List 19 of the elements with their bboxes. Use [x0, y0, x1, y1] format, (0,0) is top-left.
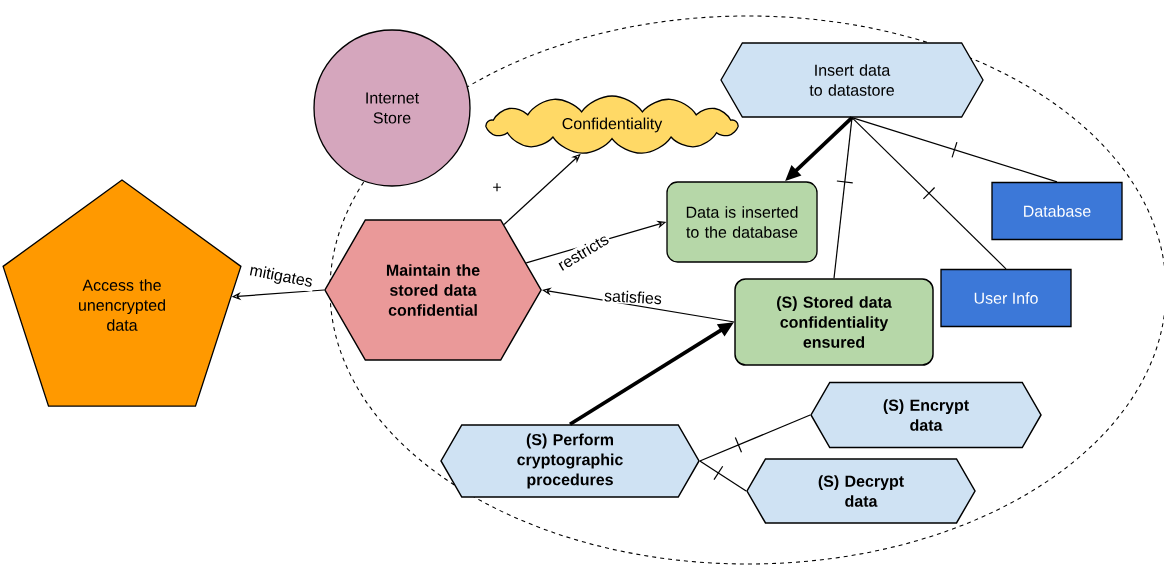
- goal-box: Data is inserted to the database: [666, 181, 818, 263]
- softgoal-cloud: Confidentiality: [485, 95, 739, 154]
- connector-line: [833, 117, 854, 279]
- connector-line: [851, 117, 1007, 270]
- edge-label: satisfies: [602, 288, 664, 306]
- threat-pentagon: Access the unencrypted data: [2, 179, 242, 407]
- connector-line: [699, 414, 811, 462]
- goal-box: (S) Stored data confidentiality ensured: [734, 278, 934, 366]
- edge-label: +: [491, 182, 503, 194]
- task-hexagon: (S) Decrypt data: [746, 458, 976, 524]
- connector-line: [851, 117, 1058, 183]
- task-hexagon: (S) Perform cryptographic procedures: [440, 424, 700, 498]
- resource-box: Database: [991, 181, 1123, 241]
- edge-label: mitigates: [246, 262, 316, 292]
- task-hexagon: Insert data to datastore: [720, 42, 984, 118]
- goal-hexagon: Maintain the stored data confidential: [324, 219, 542, 361]
- connector-line: [699, 460, 747, 492]
- task-hexagon: (S) Encrypt data: [810, 381, 1042, 449]
- resource-box: User Info: [940, 268, 1072, 328]
